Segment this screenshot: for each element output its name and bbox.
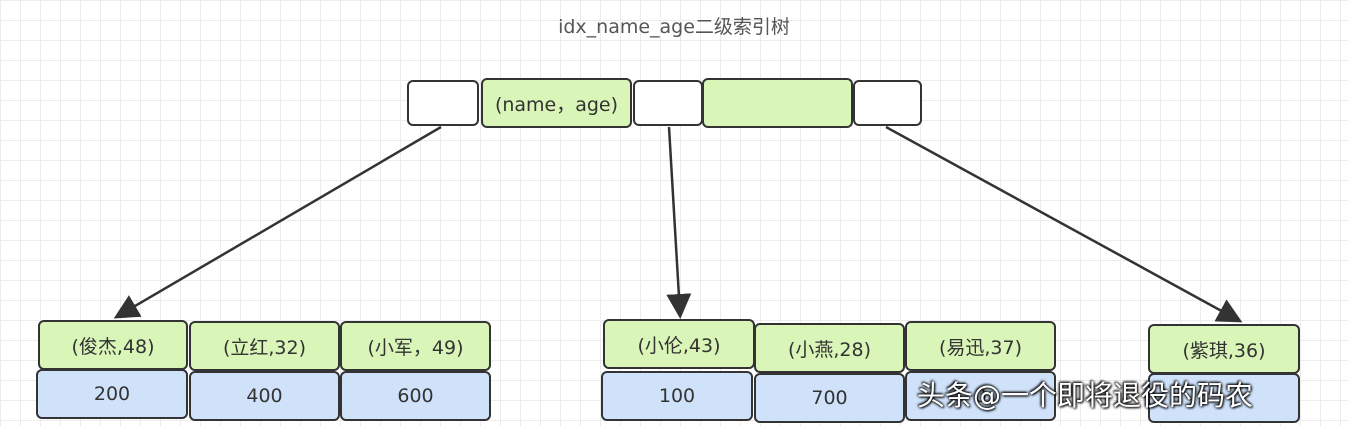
leaf-right-id-1: [1148, 373, 1300, 423]
diagram-title: idx_name_age二级索引树: [558, 16, 790, 38]
arrow-left: [113, 125, 442, 319]
leaf-middle-key-1: (小伦,43): [603, 319, 755, 369]
leaf-middle-id-3: 0: [905, 371, 1056, 421]
root-key-2: [702, 78, 853, 128]
root-pointer-1: [407, 80, 479, 126]
leaf-right-key-1: (紫琪,36): [1148, 324, 1300, 374]
root-pointer-3: [853, 80, 922, 126]
leaf-left-key-1: (俊杰,48): [38, 320, 188, 370]
leaf-left-key-3: (小军，49): [340, 321, 491, 371]
leaf-middle-key-2: (小燕,28): [754, 323, 905, 373]
watermark-text: 头条@一个即将退役的码农: [917, 379, 1254, 412]
arrow-middle: [666, 126, 692, 319]
leaf-middle-key-3: (易迅,37): [905, 321, 1056, 371]
leaf-middle-id-1: 100: [601, 371, 753, 421]
root-key-1: (name，age): [481, 78, 632, 128]
arrow-right: [885, 125, 1243, 323]
leaf-middle-id-2: 700: [754, 373, 905, 423]
leaf-left-id-3: 600: [340, 371, 491, 421]
leaf-left-id-1: 200: [36, 369, 188, 419]
leaf-left-key-2: (立红,32): [189, 321, 340, 371]
leaf-left-id-2: 400: [189, 371, 340, 421]
root-pointer-2: [633, 80, 703, 126]
